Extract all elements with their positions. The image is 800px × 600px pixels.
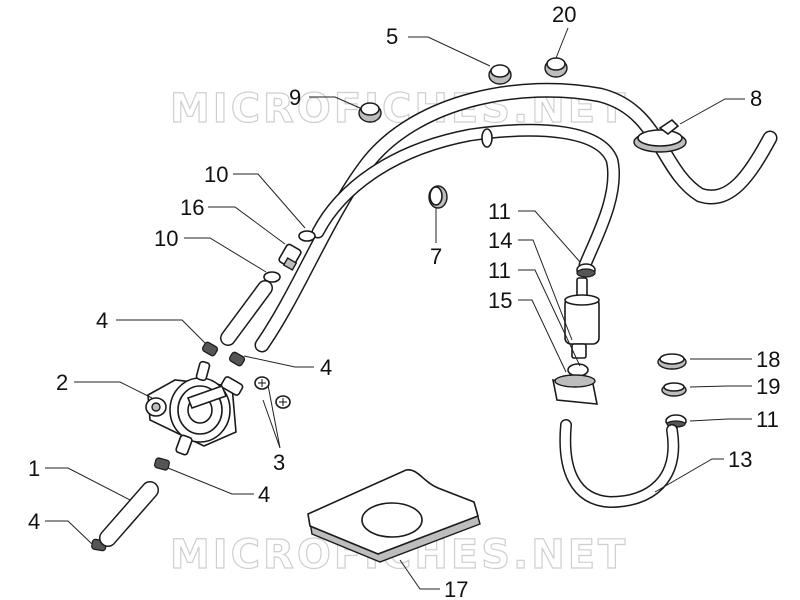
screw-3a xyxy=(254,376,270,390)
callout-18: 18 xyxy=(756,347,780,372)
callout-16: 16 xyxy=(180,195,204,220)
callout-1: 1 xyxy=(28,456,40,481)
fuel-valve-2 xyxy=(145,360,244,456)
clamp-7 xyxy=(428,185,448,209)
callout-11-mid: 11 xyxy=(488,258,511,283)
callout-11-right: 11 xyxy=(756,407,779,432)
callout-20: 20 xyxy=(552,2,576,27)
hose-1 xyxy=(99,481,159,547)
clamp-10-lower xyxy=(263,271,281,283)
fuel-filter-14 xyxy=(564,277,600,359)
clamp-10-upper xyxy=(298,230,316,242)
callout-4-top: 4 xyxy=(96,308,108,333)
callout-3: 3 xyxy=(273,450,285,475)
callout-5: 5 xyxy=(386,24,398,49)
callout-19: 19 xyxy=(756,374,780,399)
callout-13: 13 xyxy=(728,447,752,472)
filter-holder-15 xyxy=(552,374,598,405)
clamp-20 xyxy=(544,57,568,78)
callout-17: 17 xyxy=(444,577,468,600)
short-hose xyxy=(220,280,273,346)
callout-11-top: 11 xyxy=(488,199,511,224)
screw-3b xyxy=(275,395,291,409)
callout-7: 7 xyxy=(430,244,442,269)
tank-clamp-8 xyxy=(633,118,687,153)
callout-10-upper: 10 xyxy=(204,162,228,187)
callout-2: 2 xyxy=(56,370,68,395)
callout-4-bottom: 4 xyxy=(28,509,40,534)
clamp-19 xyxy=(661,382,687,397)
clamp-11-top xyxy=(576,263,596,278)
hose-13 xyxy=(559,419,680,508)
clamp-11-mid xyxy=(567,363,589,377)
callout-9: 9 xyxy=(289,85,301,110)
connector-16 xyxy=(278,243,302,271)
clamp-5 xyxy=(488,64,512,85)
callout-10-lower: 10 xyxy=(154,226,178,251)
clamp-4-right xyxy=(228,351,246,367)
callout-4-right: 4 xyxy=(320,355,332,380)
callout-14: 14 xyxy=(488,228,512,253)
callout-15: 15 xyxy=(488,288,512,313)
leader-lines xyxy=(45,27,752,590)
vacuum-hose xyxy=(311,123,620,272)
clamp-9 xyxy=(358,102,382,123)
clamp-18 xyxy=(657,353,687,370)
callout-4-lower: 4 xyxy=(258,482,270,507)
callout-labels: 5 20 9 8 10 16 10 7 11 14 11 15 4 4 2 3 … xyxy=(28,2,780,600)
clamp-4-top xyxy=(201,341,219,357)
hose-joint-ring xyxy=(481,128,493,148)
clamp-4-lower xyxy=(154,457,170,471)
gasket-plate-17 xyxy=(307,469,481,563)
callout-8: 8 xyxy=(750,86,762,111)
